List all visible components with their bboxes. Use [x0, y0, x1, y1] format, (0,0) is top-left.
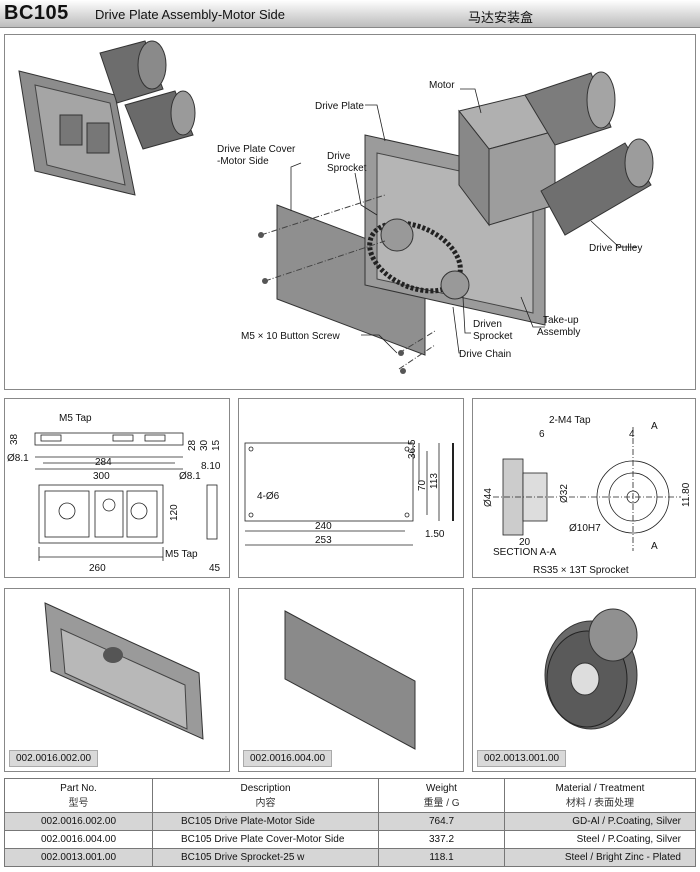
- cell-material: Steel / Bright Zinc - Plated: [504, 848, 696, 867]
- label-drive-plate-cover: Drive Plate Cover: [217, 144, 296, 155]
- dim-150: 1.50: [425, 529, 445, 540]
- title-bar: BC105 Drive Plate Assembly-Motor Side 马达…: [0, 0, 700, 28]
- page-title: Drive Plate Assembly-Motor Side: [95, 7, 286, 22]
- dim-4: 4: [629, 429, 635, 440]
- dim-holes: 4-Ø6: [257, 491, 280, 502]
- sprocket-drawing: 2-M4 Tap 6 4 A A Ø44 Ø32 11.80 Ø10H7 20 …: [483, 415, 692, 576]
- dim-2m4-tap: 2-M4 Tap: [549, 415, 591, 426]
- dim-284: 284: [95, 457, 112, 468]
- cell-description: BC105 Drive Sprocket-25 w: [152, 848, 379, 867]
- product-code: BC105: [4, 2, 69, 24]
- dim-120: 120: [169, 504, 180, 521]
- assembly-view-panel: Motor Drive Plate Drive Plate Cover -Mot…: [4, 34, 696, 390]
- overview-assembly-image: [18, 40, 196, 196]
- label-drive-chain: Drive Chain: [459, 349, 511, 360]
- label-motor: Motor: [429, 80, 455, 91]
- label-takeup: Take-up: [543, 315, 579, 326]
- dim-81: Ø8.1: [7, 453, 29, 464]
- photo-panel-cover: 002.0016.004.00: [238, 588, 464, 772]
- label-drive-sprocket-2: Sprocket: [327, 163, 367, 174]
- photo-panel-sprocket: 002.0013.001.00: [472, 588, 696, 772]
- cell-part: 002.0013.001.00: [4, 848, 153, 867]
- photo-panel-drive-plate: 002.0016.002.00: [4, 588, 230, 772]
- cell-description: BC105 Drive Plate-Motor Side: [152, 812, 379, 831]
- cell-part: 002.0016.004.00: [4, 830, 153, 849]
- cell-weight: 764.7: [378, 812, 505, 831]
- cover-drawing-panel: 36.5 70 113 4-Ø6 240 253 1.50: [238, 398, 464, 578]
- dim-240: 240: [315, 521, 332, 532]
- dim-81b: Ø8.1: [179, 471, 201, 482]
- table-row: 002.0013.001.00 BC105 Drive Sprocket-25 …: [4, 848, 696, 867]
- dim-m5-tap: M5 Tap: [59, 413, 92, 424]
- dim-32: Ø32: [559, 484, 570, 503]
- table-row: 002.0016.004.00 BC105 Drive Plate Cover-…: [4, 830, 696, 849]
- cell-part: 002.0016.002.00: [4, 812, 153, 831]
- dim-253: 253: [315, 535, 332, 546]
- cell-material: Steel / P.Coating, Silver: [504, 830, 696, 849]
- dim-m5-tap-2: M5 Tap: [165, 549, 198, 560]
- sprocket-drawing-panel: 2-M4 Tap 6 4 A A Ø44 Ø32 11.80 Ø10H7 20 …: [472, 398, 696, 578]
- section-a-bottom: A: [651, 541, 658, 552]
- dim-365: 36.5: [407, 439, 418, 459]
- sprocket-caption: RS35 × 13T Sprocket: [533, 565, 629, 576]
- section-label: SECTION A-A: [493, 547, 557, 558]
- drive-plate-drawing-panel: M5 Tap 38 Ø8.1 284 300 28 30 15 8.10 Ø8.…: [4, 398, 230, 578]
- dim-1180: 11.80: [681, 482, 692, 507]
- label-drive-plate: Drive Plate: [315, 101, 364, 112]
- dim-15: 15: [211, 439, 222, 451]
- dim-10h7: Ø10H7: [569, 523, 601, 534]
- label-button-screw: M5 × 10 Button Screw: [241, 331, 340, 342]
- dim-260: 260: [89, 563, 106, 574]
- dim-810: 8.10: [201, 461, 221, 472]
- table-row: 002.0016.002.00 BC105 Drive Plate-Motor …: [4, 812, 696, 831]
- cell-weight: 118.1: [378, 848, 505, 867]
- dim-113: 113: [429, 473, 440, 489]
- dim-20: 20: [519, 537, 531, 548]
- part-number-badge: 002.0013.001.00: [477, 750, 567, 767]
- dim-44: Ø44: [483, 488, 494, 507]
- dim-45: 45: [209, 563, 221, 574]
- sprocket-image: [544, 608, 638, 730]
- cover-drawing: 36.5 70 113 4-Ø6 240 253 1.50: [244, 439, 454, 546]
- label-drive-plate-cover-2: -Motor Side: [217, 156, 269, 167]
- page-title-cn: 马达安装盒: [468, 10, 534, 25]
- cell-material: GD-Al / P.Coating, Silver: [504, 812, 696, 831]
- cell-weight: 337.2: [378, 830, 505, 849]
- dim-70: 70: [417, 479, 428, 491]
- dim-28: 28: [187, 439, 198, 451]
- drive-plate-image: [44, 602, 204, 740]
- drive-plate-drawing: M5 Tap 38 Ø8.1 284 300 28 30 15 8.10 Ø8.…: [7, 413, 222, 574]
- dim-30: 30: [199, 439, 210, 451]
- part-number-badge: 002.0016.002.00: [9, 750, 99, 767]
- cell-description: BC105 Drive Plate Cover-Motor Side: [152, 830, 379, 849]
- dim-6: 6: [539, 429, 545, 440]
- part-number-badge: 002.0016.004.00: [243, 750, 333, 767]
- main-assembly-image: [258, 71, 654, 374]
- dim-38: 38: [9, 433, 20, 445]
- leader-lines: [290, 88, 637, 354]
- section-a-top: A: [651, 421, 658, 432]
- dim-300: 300: [93, 471, 110, 482]
- label-driven-sprocket: Driven: [473, 319, 502, 330]
- header-part-no: Part No.型号: [4, 778, 153, 813]
- label-drive-sprocket: Drive: [327, 151, 351, 162]
- label-drive-pulley: Drive Pulley: [589, 243, 642, 254]
- label-driven-sprocket-2: Sprocket: [473, 331, 513, 342]
- assembly-illustration: Motor Drive Plate Drive Plate Cover -Mot…: [18, 40, 654, 374]
- label-takeup-2: Assembly: [537, 327, 580, 338]
- cover-image: [284, 610, 416, 750]
